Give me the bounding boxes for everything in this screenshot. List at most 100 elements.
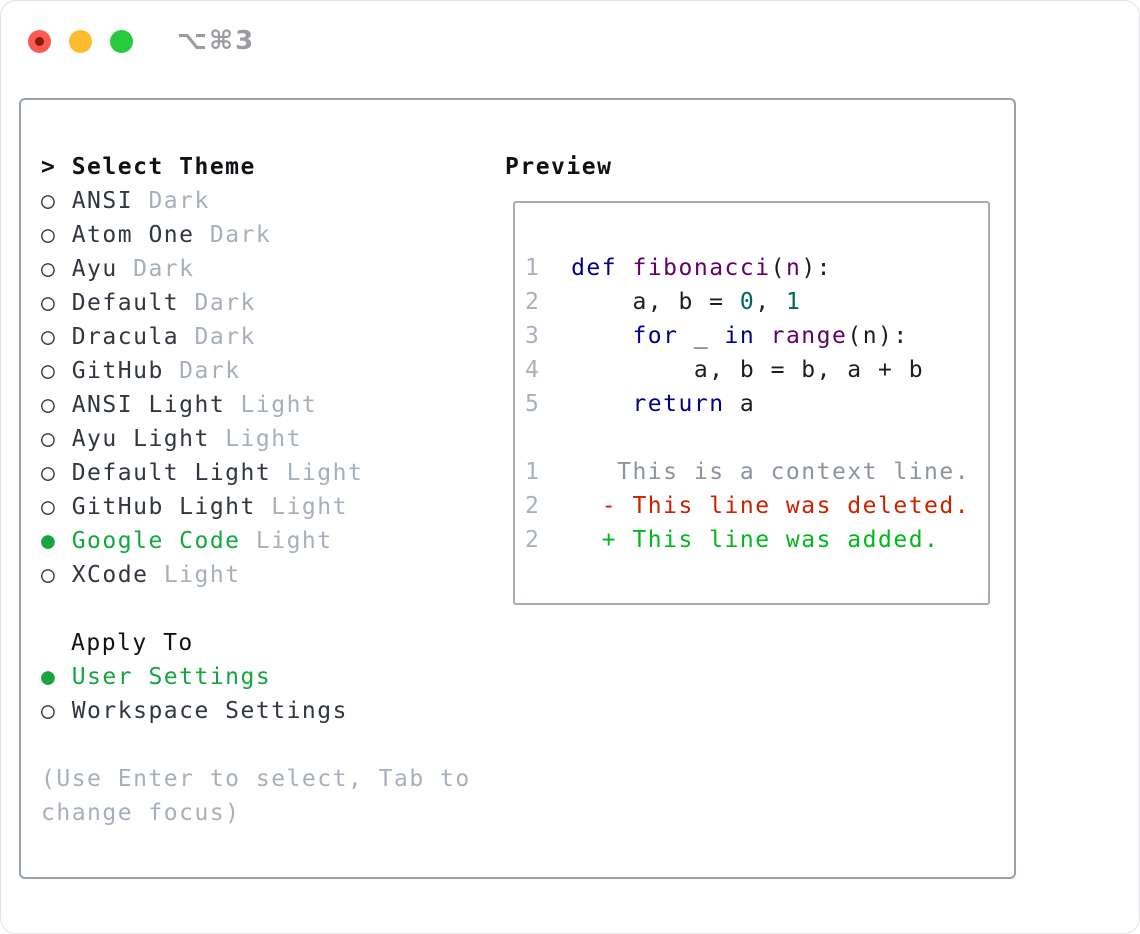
radio-unselected-icon: ○ — [41, 426, 72, 452]
apply-option-user-settings[interactable]: ● User Settings — [41, 660, 471, 694]
radio-unselected-icon: ○ — [41, 562, 72, 588]
radio-unselected-icon: ○ — [41, 698, 72, 724]
line-number: 2 — [525, 289, 541, 315]
code-token-added: + This line was added. — [601, 527, 940, 553]
code-line: 2 + This line was added. — [525, 523, 988, 557]
close-button-dot-icon — [35, 36, 44, 46]
theme-variant-badge: Light — [225, 426, 302, 452]
code-token-deleted: - This line was deleted. — [601, 493, 971, 519]
theme-variant-badge: Dark — [209, 222, 272, 248]
code-line: 1 This is a context line. — [525, 455, 988, 489]
hint-line-1: (Use Enter to select, Tab to — [41, 766, 471, 792]
radio-selected-icon: ● — [41, 528, 72, 554]
theme-option-ansi-label: ANSI — [71, 188, 134, 214]
theme-option-dracula[interactable]: ○ Dracula Dark — [41, 320, 471, 354]
theme-picker-panel: > Select Theme ○ ANSI Dark○ Atom One Dar… — [19, 98, 1016, 879]
code-token-plain — [540, 527, 601, 553]
radio-unselected-icon: ○ — [41, 324, 72, 350]
theme-picker-column: > Select Theme ○ ANSI Dark○ Atom One Dar… — [41, 150, 471, 830]
code-line: 1 def fibonacci(n): — [525, 251, 988, 285]
radio-unselected-icon: ○ — [41, 256, 72, 282]
code-token-plain — [540, 255, 571, 281]
radio-unselected-icon: ○ — [41, 290, 72, 316]
code-token-plain: ( — [770, 255, 786, 281]
preview-title: Preview — [505, 154, 613, 180]
code-token-keyword: in — [724, 323, 756, 349]
theme-list: ○ ANSI Dark○ Atom One Dark○ Ayu Dark○ De… — [41, 184, 471, 592]
radio-unselected-icon: ○ — [41, 358, 72, 384]
theme-variant-badge: Dark — [148, 188, 210, 214]
line-number: 4 — [525, 357, 541, 383]
code-token-keyword: return — [632, 391, 725, 417]
theme-option-atom-one-label: Atom One — [71, 222, 195, 248]
theme-option-ayu[interactable]: ○ Ayu Dark — [41, 252, 471, 286]
line-number: 1 — [525, 459, 541, 485]
theme-variant-badge: Dark — [194, 290, 256, 316]
radio-selected-icon: ● — [41, 664, 72, 690]
hint-line-2: change focus) — [41, 800, 241, 826]
zoom-button[interactable] — [110, 29, 133, 53]
theme-variant-badge: Light — [271, 494, 348, 520]
code-line — [525, 421, 988, 455]
theme-variant-badge: Dark — [179, 358, 241, 384]
code-token-plain: , — [755, 289, 786, 315]
code-token-plain: a, b = — [540, 289, 740, 315]
theme-option-ansi[interactable]: ○ ANSI Dark — [41, 184, 471, 218]
minimize-button[interactable] — [69, 29, 92, 53]
radio-unselected-icon: ○ — [41, 188, 72, 214]
line-number: 2 — [525, 493, 541, 519]
code-token-context: This is a context line. — [617, 459, 971, 485]
theme-option-google-code[interactable]: ● Google Code Light — [41, 524, 471, 558]
theme-option-ayu-light[interactable]: ○ Ayu Light Light — [41, 422, 471, 456]
theme-option-default-light-label: Default Light — [71, 460, 272, 486]
code-token-title: n — [785, 255, 802, 281]
apply-option-workspace-settings[interactable]: ○ Workspace Settings — [41, 694, 471, 728]
code-token-plain — [540, 391, 632, 417]
theme-option-xcode[interactable]: ○ XCode Light — [41, 558, 471, 592]
theme-option-default[interactable]: ○ Default Dark — [41, 286, 471, 320]
apply-option-user-settings-label: User Settings — [71, 664, 272, 690]
theme-variant-badge: Dark — [194, 324, 256, 350]
theme-variant-badge: Light — [286, 460, 364, 486]
theme-option-github[interactable]: ○ GitHub Dark — [41, 354, 471, 388]
theme-option-github-label: GitHub — [71, 358, 164, 384]
theme-option-atom-one[interactable]: ○ Atom One Dark — [41, 218, 471, 252]
code-token-plain — [540, 459, 617, 485]
code-token-plain: a, b = b, a + b — [540, 357, 925, 383]
theme-option-ayu-light-label: Ayu Light — [71, 426, 210, 452]
code-token-plain — [540, 323, 632, 349]
code-token-plain: (n): — [847, 323, 909, 349]
code-token-plain: _ — [678, 323, 725, 349]
theme-option-default-light[interactable]: ○ Default Light Light — [41, 456, 471, 490]
radio-unselected-icon: ○ — [41, 460, 72, 486]
theme-option-google-code-label: Google Code — [71, 528, 241, 554]
code-token-keyword: for — [632, 323, 679, 349]
code-token-plain: ): — [801, 255, 833, 281]
apply-option-workspace-settings-label: Workspace Settings — [71, 698, 348, 724]
code-line: 5 return a — [525, 387, 988, 421]
code-token-plain — [540, 493, 601, 519]
code-token-number: 0 — [739, 289, 756, 315]
radio-unselected-icon: ○ — [41, 494, 72, 520]
theme-variant-badge: Light — [240, 392, 318, 418]
theme-option-github-light-label: GitHub Light — [71, 494, 256, 520]
theme-option-xcode-label: XCode — [71, 562, 149, 588]
theme-option-default-label: Default — [71, 290, 180, 316]
radio-unselected-icon: ○ — [41, 222, 72, 248]
line-number: 1 — [525, 255, 541, 281]
line-number: 2 — [525, 527, 541, 553]
code-line: 2 - This line was deleted. — [525, 489, 988, 523]
line-number: 3 — [525, 323, 541, 349]
apply-to-options: ● User Settings○ Workspace Settings — [41, 660, 471, 728]
theme-option-ansi-light[interactable]: ○ ANSI Light Light — [41, 388, 471, 422]
titlebar: ⌥⌘3 — [28, 26, 255, 56]
close-button[interactable] — [28, 29, 51, 53]
code-line: 4 a, b = b, a + b — [525, 353, 988, 387]
code-line: 2 a, b = 0, 1 — [525, 285, 988, 319]
theme-option-dracula-label: Dracula — [71, 324, 180, 350]
theme-option-github-light[interactable]: ○ GitHub Light Light — [41, 490, 471, 524]
code-token-plain — [617, 255, 632, 281]
